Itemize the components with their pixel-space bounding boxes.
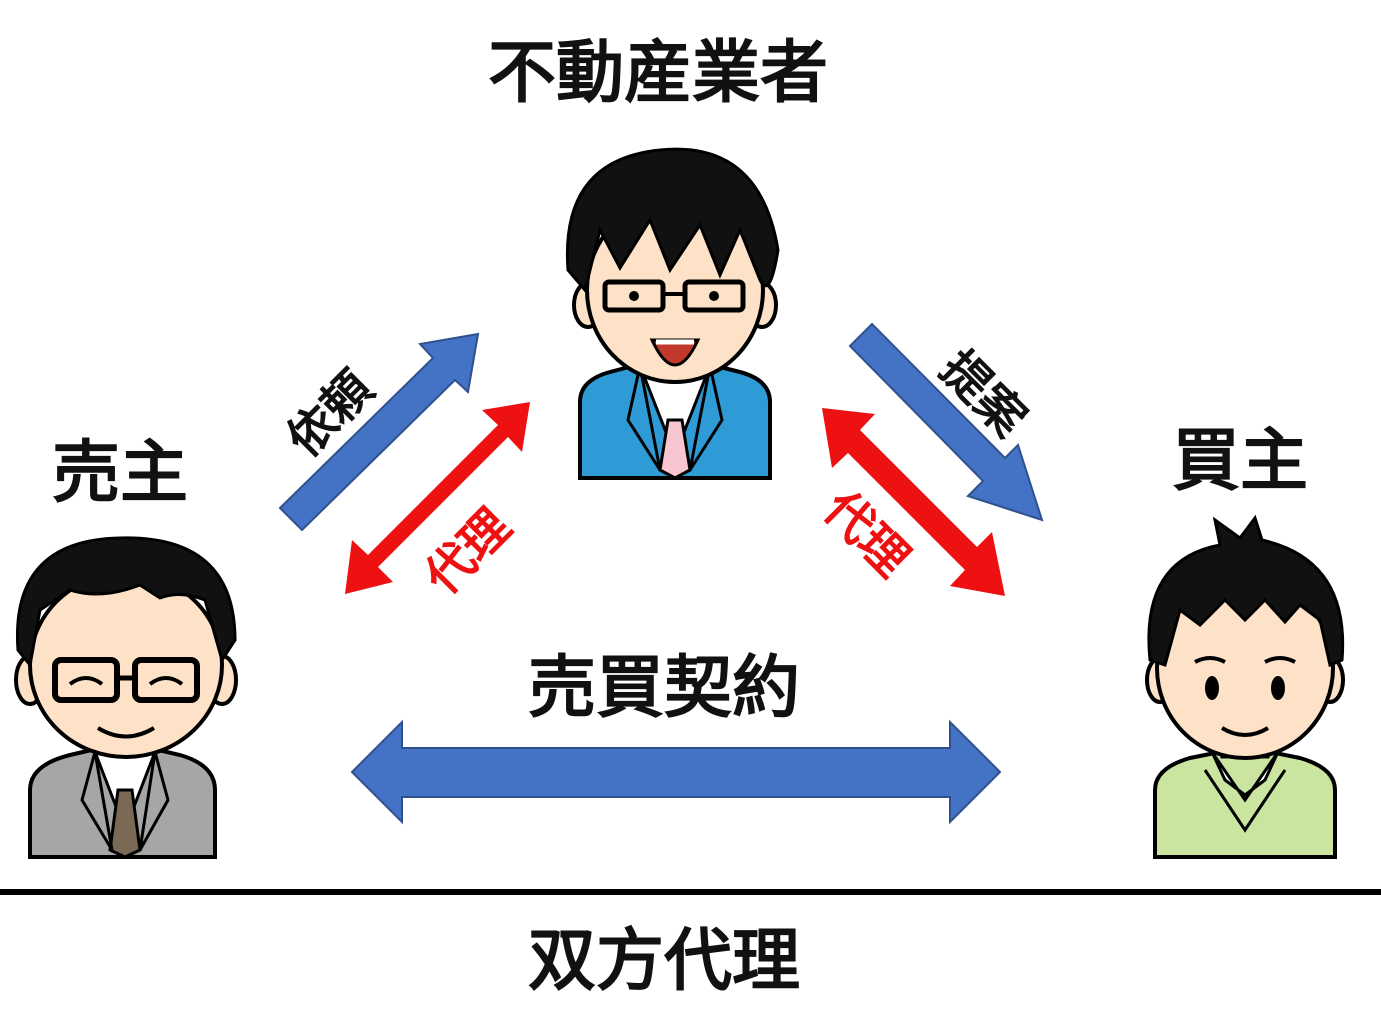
footer-title: 双方代理 [528,922,801,1001]
seller-title: 売主 [52,434,189,513]
buyer-avatar [1145,514,1345,859]
contract-title: 売買契約 [528,649,801,728]
buyer-title: 買主 [1172,422,1309,501]
contract-arrow [350,719,1002,825]
agency-arrow-right [822,408,1005,596]
seller-avatar [14,536,238,859]
proposal-arrow [848,322,1044,522]
request-arrow [278,332,480,532]
agent-avatar [565,147,780,480]
agent-title: 不動産業者 [488,34,829,113]
agency-arrow-left [345,402,530,594]
